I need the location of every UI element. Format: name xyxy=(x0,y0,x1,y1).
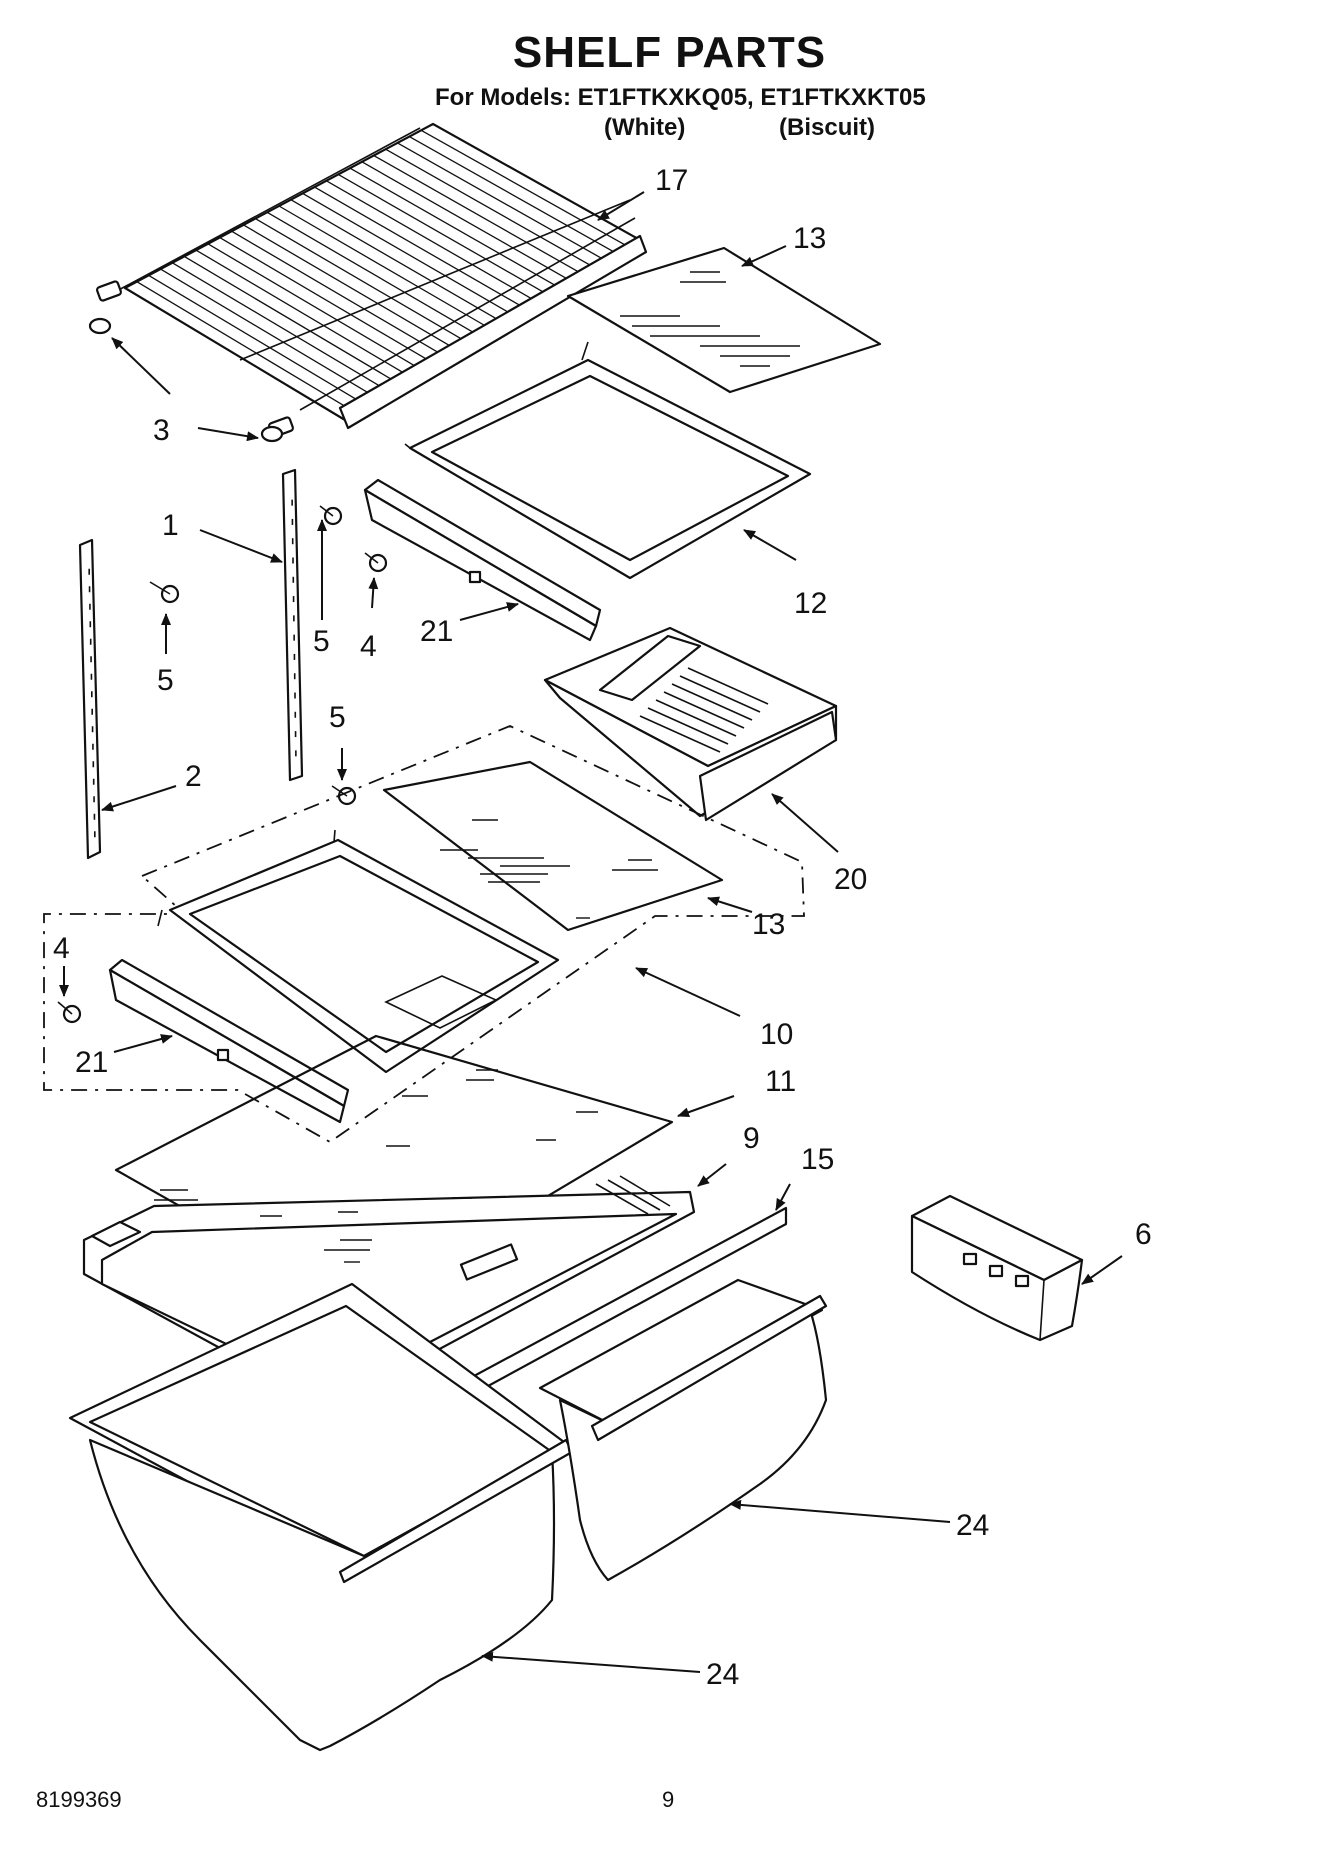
callout-3: 3 xyxy=(153,414,170,447)
callout-21: 21 xyxy=(75,1046,108,1079)
callout-24: 24 xyxy=(956,1509,989,1542)
ladder-upright-left xyxy=(78,538,102,860)
callout-10: 10 xyxy=(760,1018,793,1051)
callout-20: 20 xyxy=(834,863,867,896)
document-number: 8199369 xyxy=(36,1787,122,1812)
screw xyxy=(319,505,343,526)
callout-13: 13 xyxy=(752,908,785,941)
callout-2: 2 xyxy=(185,760,202,793)
callout-1: 1 xyxy=(162,509,179,542)
callout-12: 12 xyxy=(794,587,827,620)
shelf-end-cap-right xyxy=(260,416,294,443)
crisper-drawer-right xyxy=(538,1278,828,1582)
callout-5: 5 xyxy=(329,701,346,734)
shelf-rail-lower xyxy=(108,958,350,1124)
crisper-drawer-left xyxy=(68,1282,574,1752)
door-bin xyxy=(910,1194,1084,1342)
page-title: SHELF PARTS xyxy=(512,28,827,77)
callout-4: 4 xyxy=(360,630,377,663)
callout-17: 17 xyxy=(655,164,688,197)
callout-5: 5 xyxy=(157,664,174,697)
models-line: For Models: ET1FTKXKQ05, ET1FTKXKT05 xyxy=(435,84,926,111)
callout-4: 4 xyxy=(53,932,70,965)
screw xyxy=(331,785,357,806)
screw xyxy=(364,552,388,573)
callout-21: 21 xyxy=(420,615,453,648)
shelf-frame-lower xyxy=(157,829,560,1074)
shelf-end-cap-left xyxy=(88,280,122,335)
callout-9: 9 xyxy=(743,1122,760,1155)
callout-5: 5 xyxy=(313,625,330,658)
shelf-rail-upper xyxy=(363,478,602,642)
shelf-frame-upper xyxy=(404,341,812,580)
variant-biscuit: (Biscuit) xyxy=(779,114,875,141)
callout-24: 24 xyxy=(706,1658,739,1691)
glass-insert-middle xyxy=(382,760,724,932)
callout-13: 13 xyxy=(793,222,826,255)
wire-shelf xyxy=(99,122,648,430)
deli-drawer xyxy=(543,626,838,822)
callout-11: 11 xyxy=(765,1065,796,1098)
callout-labels: 17 13 3 1 5 4 21 12 5 5 2 20 13 4 10 21 … xyxy=(53,164,1152,1691)
screw xyxy=(149,581,180,604)
callout-6: 6 xyxy=(1135,1218,1152,1251)
leader-lines xyxy=(59,191,1123,1673)
callout-15: 15 xyxy=(801,1143,834,1176)
ladder-upright-right xyxy=(281,468,304,782)
page-number: 9 xyxy=(662,1787,675,1812)
screw xyxy=(57,1001,82,1024)
variant-white: (White) xyxy=(604,114,686,141)
glass-insert-top xyxy=(566,246,882,394)
